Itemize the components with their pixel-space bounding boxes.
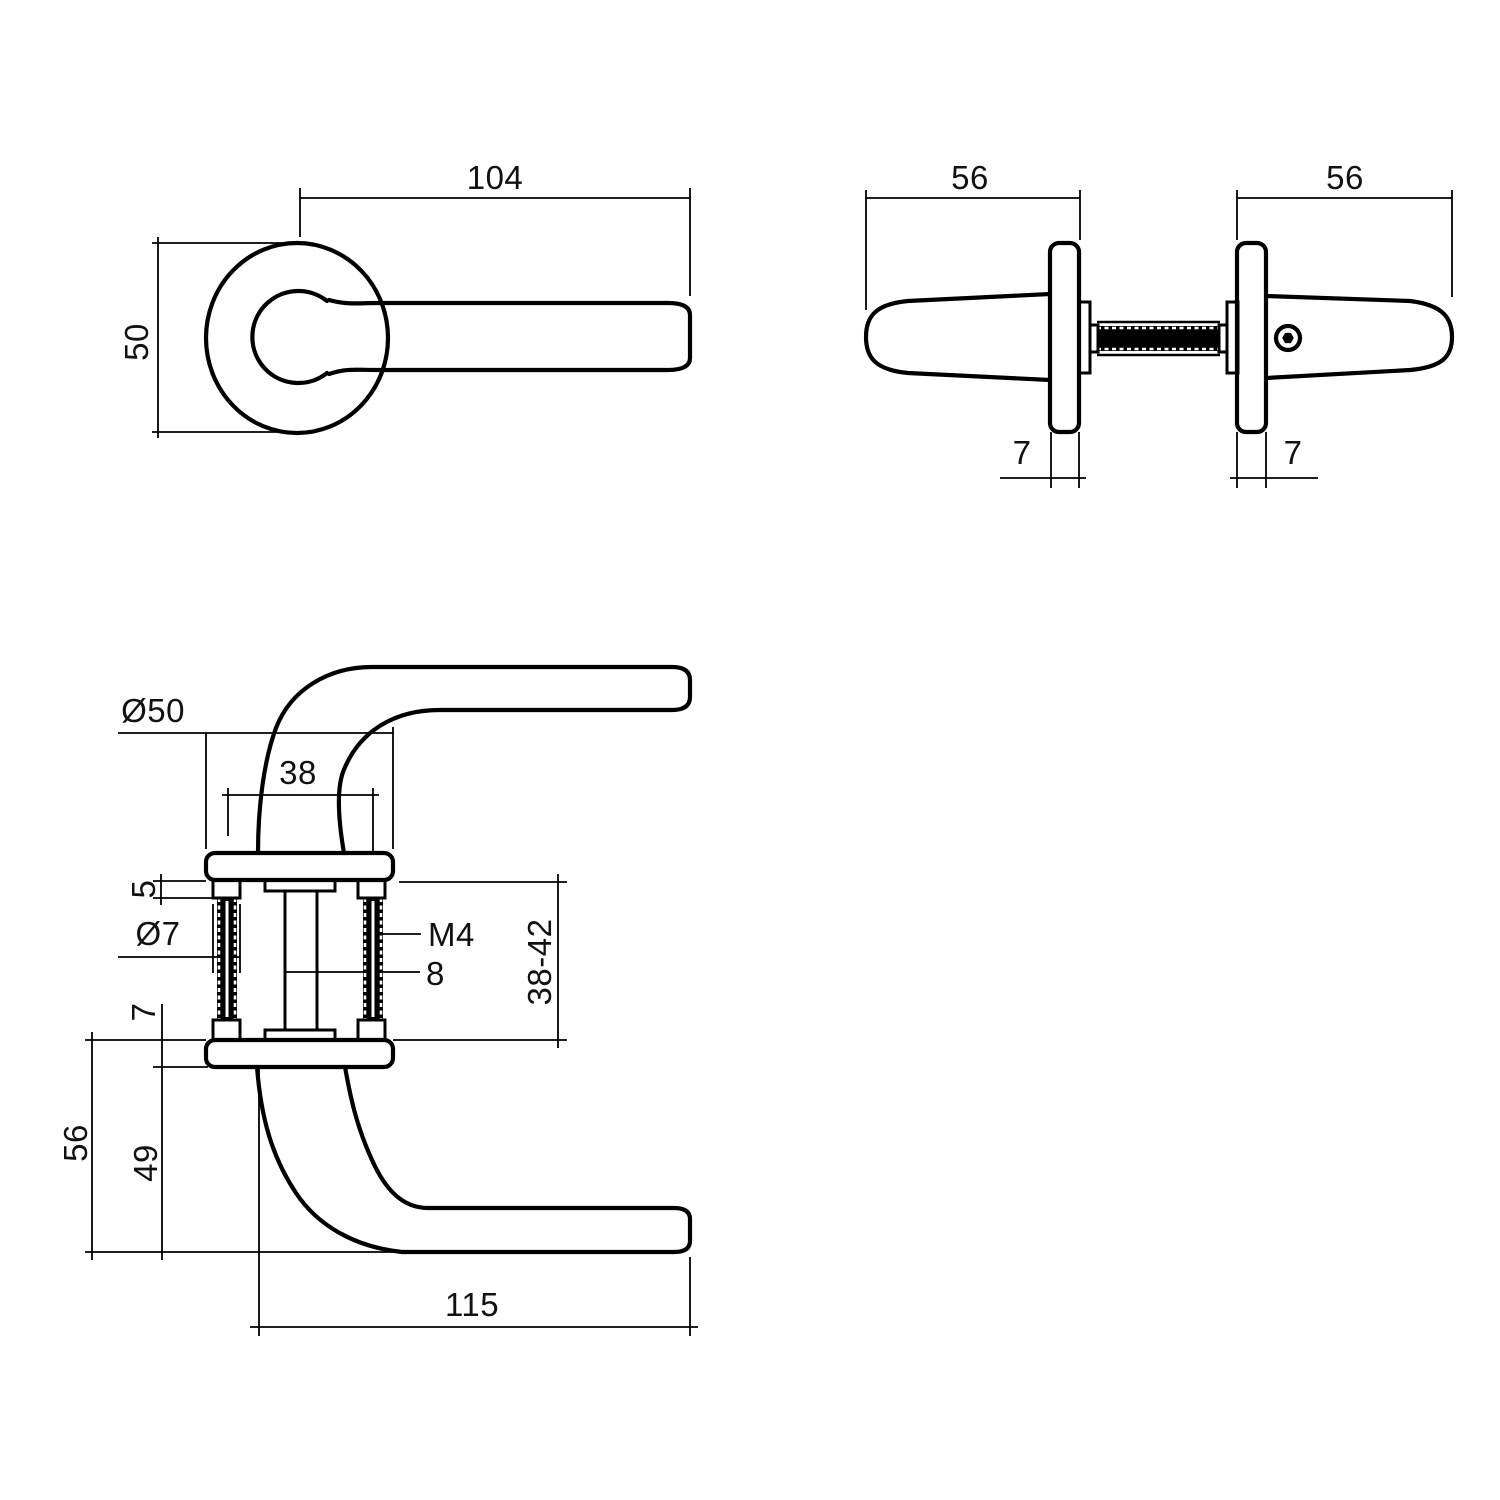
dim-label-section-rose-diameter: Ø50: [121, 692, 185, 729]
dim-label-lever-drop: 49: [127, 1144, 164, 1182]
dim-label-screw-spacing: 38: [279, 754, 317, 791]
dim-label-thread-size: M4: [428, 916, 475, 953]
left-handle-profile: [863, 291, 1053, 383]
section-view: Ø50 38 5 Ø7 M4 8 38-42 7 56 49 115: [57, 664, 698, 1336]
left-screw-foot: [211, 1018, 242, 1042]
right-screw-foot: [356, 1018, 387, 1042]
lower-rose-section: [203, 1037, 396, 1070]
dim-label-spindle-size: 8: [426, 955, 445, 992]
dim-label-section-lever-length: 115: [445, 1286, 499, 1323]
dim-label-door-thickness: 38-42: [521, 919, 558, 1006]
right-handle-profile: [1263, 293, 1455, 381]
side-view: 56 56 7 7: [863, 159, 1455, 488]
lever-neck-arc: [250, 288, 330, 386]
hex-socket-icon: [1282, 332, 1294, 344]
dim-label-screw-diameter: Ø7: [135, 915, 180, 952]
top-view-dimension-lines: [152, 188, 691, 438]
dim-label-left-projection: 56: [951, 159, 989, 196]
lower-lever-outline: [254, 1064, 693, 1255]
top-view: 104 50: [118, 159, 693, 438]
lever-outline: [326, 297, 693, 377]
dim-label-section-rose-thickness: 7: [125, 1003, 162, 1022]
side-view-dimension-lines: [865, 190, 1453, 488]
left-rose-profile: [1047, 240, 1082, 435]
dim-label-right-projection: 56: [1326, 159, 1364, 196]
dim-label-left-rose-thickness: 7: [1013, 434, 1032, 471]
right-screw-boss: [356, 878, 387, 900]
threaded-spindle: [1097, 326, 1220, 351]
dim-label-boss-height: 5: [125, 880, 162, 899]
right-rose-profile: [1234, 240, 1269, 435]
dim-label-rose-diameter: 50: [118, 323, 155, 361]
dim-label-lever-length: 104: [467, 159, 524, 196]
left-screw-boss: [211, 878, 242, 900]
upper-lever-outline: [255, 664, 693, 856]
rose-outline: [203, 240, 391, 436]
dim-label-overall-height: 56: [57, 1124, 94, 1162]
dim-label-right-rose-thickness: 7: [1284, 434, 1303, 471]
upper-rose-section: [203, 850, 396, 883]
section-view-dimension-lines: [85, 727, 698, 1336]
set-screw-hole-icon: [1273, 323, 1303, 353]
